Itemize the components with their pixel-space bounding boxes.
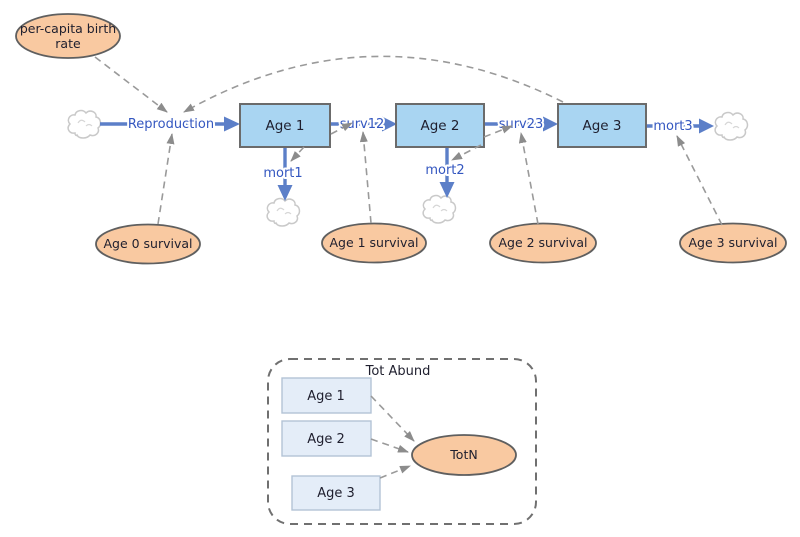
flow-surv12[interactable] [330, 116, 397, 132]
variable-age1-survival-label: Age 1 survival [329, 235, 418, 250]
flow-surv23-label: surv23 [499, 117, 544, 132]
source-cloud-reproduction[interactable] [67, 109, 102, 139]
group-tot-abund-title: Tot Abund [365, 364, 431, 379]
sink-cloud-mort2[interactable] [422, 194, 457, 224]
link-age3-to-reproduction[interactable] [183, 55, 564, 113]
variable-age3-survival[interactable]: Age 3 survival [679, 222, 787, 264]
stock-age1-label: Age 1 [266, 118, 305, 134]
group-item-age3[interactable]: Age 3 [291, 475, 381, 511]
link-age2-survival-to-surv23[interactable] [518, 132, 539, 225]
flow-mort3-label: mort3 [653, 119, 692, 134]
flow-mort3[interactable] [646, 118, 714, 134]
link-birth-rate-to-reproduction[interactable] [94, 56, 168, 113]
link-age1-survival-to-surv12[interactable] [359, 131, 372, 224]
stock-age3-label: Age 3 [583, 118, 622, 134]
flow-surv23[interactable] [484, 116, 558, 132]
stock-age2-label: Age 2 [421, 118, 460, 134]
flow-reproduction-label: Reproduction [128, 117, 214, 132]
flow-mort2-label: mort2 [425, 163, 464, 178]
flow-surv12-label: surv12 [340, 117, 385, 132]
group-item-age3-label: Age 3 [317, 486, 355, 501]
group-tot-abund[interactable]: Tot Abund Age 1 Age 2 Age 3 TotN [267, 358, 537, 525]
variable-per-capita-birth-rate-label-line1: per-capita birth [20, 21, 116, 36]
variable-totn-label: TotN [449, 447, 477, 462]
stock-age3[interactable]: Age 3 [557, 103, 647, 148]
flow-mort1-label: mort1 [263, 166, 302, 181]
link-age1-to-mort1[interactable] [290, 146, 305, 162]
link-age2-to-surv23[interactable] [483, 125, 513, 138]
variable-totn[interactable]: TotN [411, 434, 517, 476]
link-group-age3-to-totn[interactable] [379, 465, 411, 479]
group-item-age2[interactable]: Age 2 [281, 420, 372, 457]
flow-mort1[interactable] [277, 147, 293, 201]
group-item-age2-label: Age 2 [307, 432, 345, 447]
stock-age1[interactable]: Age 1 [239, 103, 331, 148]
link-group-age2-to-totn[interactable] [370, 438, 409, 453]
stock-age2[interactable]: Age 2 [395, 103, 485, 148]
variable-age0-survival[interactable]: Age 0 survival [95, 223, 201, 265]
flow-reproduction[interactable] [100, 116, 240, 132]
link-age0-survival-to-reproduction[interactable] [157, 133, 175, 225]
link-age1-to-surv12[interactable] [330, 122, 353, 135]
sink-cloud-mort1[interactable] [266, 197, 301, 227]
flow-mort2[interactable] [439, 147, 455, 198]
link-group-age1-to-totn[interactable] [370, 395, 415, 442]
variable-per-capita-birth-rate[interactable]: per-capita birth rate [15, 13, 121, 59]
variable-age1-survival[interactable]: Age 1 survival [321, 222, 427, 264]
variable-age3-survival-label: Age 3 survival [688, 235, 777, 250]
variable-per-capita-birth-rate-label-line2: rate [55, 36, 81, 51]
variable-age2-survival-label: Age 2 survival [498, 235, 587, 250]
group-item-age1[interactable]: Age 1 [281, 377, 372, 414]
variable-age2-survival[interactable]: Age 2 survival [489, 222, 597, 264]
link-age3-survival-to-mort3[interactable] [676, 135, 723, 226]
sink-cloud-mort3[interactable] [714, 111, 749, 141]
variable-age0-survival-label: Age 0 survival [103, 236, 192, 251]
group-item-age1-label: Age 1 [307, 389, 345, 404]
link-age2-to-mort2[interactable] [451, 144, 482, 161]
